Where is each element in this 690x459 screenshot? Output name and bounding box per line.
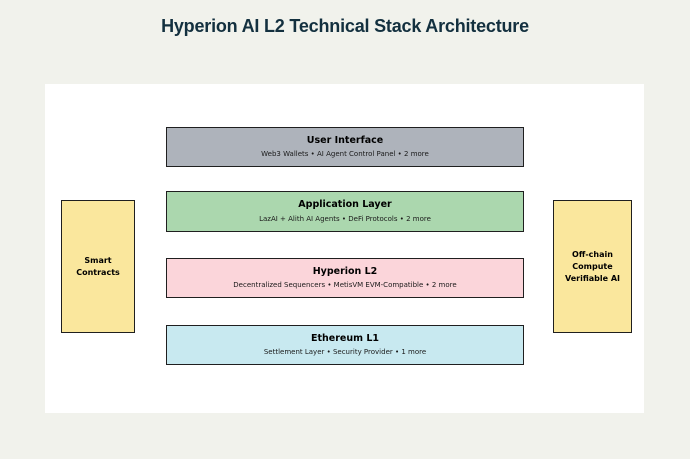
side-panel-offchain-compute: Off-chain Compute Verifiable AI [553,200,632,333]
layer-subtitle: Decentralized Sequencers • MetisVM EVM-C… [233,281,457,290]
diagram-canvas: User Interface Web3 Wallets • AI Agent C… [45,84,644,413]
layer-title: Hyperion L2 [312,265,378,277]
layer-ethereum-l1: Ethereum L1 Settlement Layer • Security … [166,325,524,365]
layer-subtitle: LazAI + Alith AI Agents • DeFi Protocols… [259,214,431,223]
page-title: Hyperion AI L2 Technical Stack Architect… [161,16,529,36]
layer-application: Application Layer LazAI + Alith AI Agent… [166,191,524,232]
side-panel-smart-contracts: Smart Contracts [61,200,135,333]
layer-subtitle: Settlement Layer • Security Provider • 1… [263,348,427,357]
layer-title: Ethereum L1 [311,332,379,344]
layer-user-interface: User Interface Web3 Wallets • AI Agent C… [166,127,524,167]
layer-title: Application Layer [298,199,392,211]
layer-subtitle: Web3 Wallets • AI Agent Control Panel • … [261,150,429,159]
side-panel-label: Smart Contracts [76,255,120,277]
layer-title: User Interface [306,134,384,146]
layer-hyperion-l2: Hyperion L2 Decentralized Sequencers • M… [166,258,524,298]
side-panel-label: Off-chain Compute Verifiable AI [564,249,621,283]
